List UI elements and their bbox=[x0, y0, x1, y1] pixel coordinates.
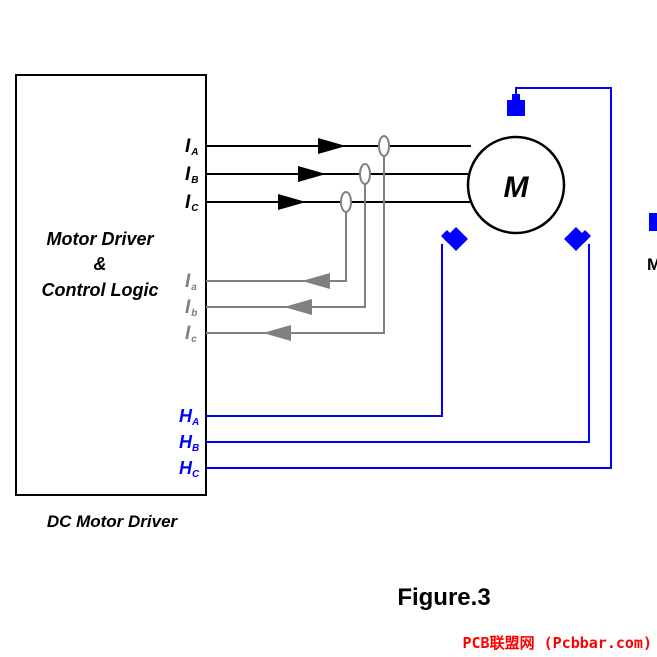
sensor-loop-c bbox=[378, 135, 390, 157]
label-hc: HC bbox=[179, 458, 200, 480]
hall-line-b bbox=[206, 244, 590, 443]
arrow-a bbox=[318, 138, 346, 154]
block-line-2: & bbox=[94, 254, 107, 274]
label-ib-sense-main: I bbox=[185, 297, 191, 318]
label-ic-sense-sub: c bbox=[191, 334, 197, 345]
block-line-1: Motor Driver bbox=[46, 229, 154, 249]
label-ib: IB bbox=[185, 164, 199, 186]
label-ic: IC bbox=[185, 192, 199, 214]
hall-line-a bbox=[206, 244, 443, 417]
label-ia-sub: A bbox=[190, 147, 198, 158]
edge-label-partial: M bbox=[647, 255, 657, 274]
label-ia-sense: Ia bbox=[185, 271, 197, 293]
label-hc-main: H bbox=[179, 458, 193, 478]
figure-caption: Figure.3 bbox=[397, 584, 490, 611]
sense-labels: Ia Ib Ic bbox=[185, 271, 197, 345]
label-ha-main: H bbox=[179, 406, 193, 426]
hall-sensor-top bbox=[507, 100, 525, 116]
label-hb-main: H bbox=[179, 432, 193, 452]
label-ia-main: I bbox=[185, 136, 191, 157]
arrow-sense-a bbox=[302, 273, 330, 289]
arrow-b bbox=[298, 166, 326, 182]
label-ic-sense: Ic bbox=[185, 323, 197, 345]
hall-sensor-left-cap bbox=[441, 230, 453, 242]
label-ia-sense-sub: a bbox=[191, 282, 197, 293]
arrow-sense-b bbox=[284, 299, 312, 315]
label-ia-sense-main: I bbox=[185, 271, 191, 292]
phase-lines bbox=[206, 138, 471, 210]
watermark: PCB联盟网 (Pcbbar.com) bbox=[463, 634, 653, 652]
sense-lines bbox=[206, 135, 390, 341]
hall-sensor-right-cap bbox=[579, 230, 591, 242]
sense-line-a bbox=[206, 212, 347, 282]
sensor-loop-a bbox=[340, 191, 352, 213]
label-ic-sub: C bbox=[191, 203, 199, 214]
label-ib-sense: Ib bbox=[185, 297, 197, 319]
label-hc-sub: C bbox=[192, 469, 200, 480]
hall-line-c bbox=[206, 87, 612, 469]
hall-lines bbox=[206, 87, 657, 469]
label-ib-sense-sub: b bbox=[191, 308, 197, 319]
edge-sensor-partial bbox=[649, 213, 657, 231]
motor-label: M bbox=[504, 171, 530, 204]
arrow-sense-c bbox=[263, 325, 291, 341]
label-ha: HA bbox=[179, 406, 199, 428]
hall-sensor-top-cap bbox=[512, 94, 520, 102]
sensor-loop-b bbox=[359, 163, 371, 185]
label-hb-sub: B bbox=[192, 443, 199, 454]
label-hb: HB bbox=[179, 432, 199, 454]
driver-block bbox=[15, 74, 207, 496]
phase-labels: IA IB IC bbox=[185, 136, 199, 214]
block-line-3: Control Logic bbox=[42, 280, 159, 300]
label-ic-sense-main: I bbox=[185, 323, 191, 344]
arrow-c bbox=[278, 194, 306, 210]
label-ha-sub: A bbox=[191, 417, 199, 428]
motor-circle bbox=[466, 135, 566, 235]
block-caption: DC Motor Driver bbox=[47, 512, 179, 531]
label-ib-main: I bbox=[185, 164, 191, 185]
hall-labels: HA HB HC bbox=[179, 406, 200, 480]
label-ic-main: I bbox=[185, 192, 191, 213]
label-ib-sub: B bbox=[191, 175, 198, 186]
label-ia: IA bbox=[185, 136, 199, 158]
sense-line-b bbox=[206, 184, 366, 308]
